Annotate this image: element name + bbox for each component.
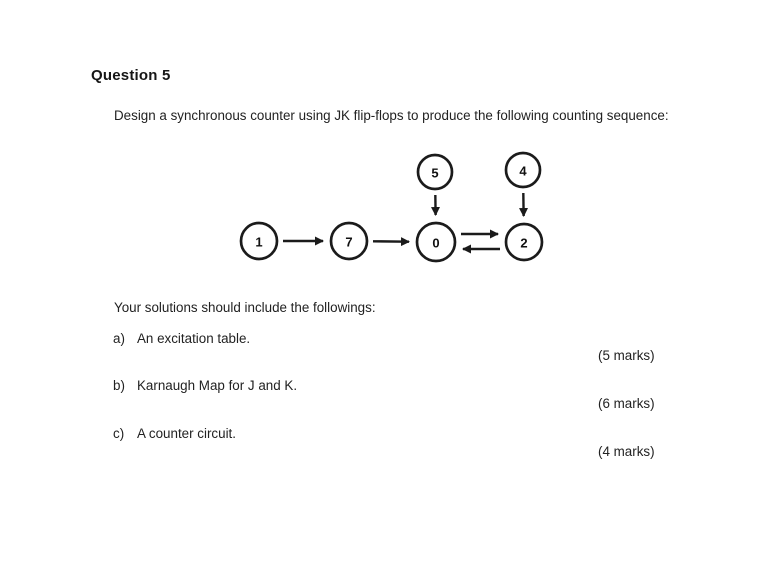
state-label: 0 (432, 236, 439, 251)
state-node-4: 4 (504, 151, 542, 189)
item-label: a) (113, 331, 125, 346)
state-label: 2 (520, 236, 527, 251)
marks-label-a: (5 marks) (598, 348, 655, 363)
state-circle (504, 151, 542, 189)
item-label: b) (113, 378, 125, 393)
state-label: 1 (255, 235, 262, 250)
state-circle (416, 153, 454, 191)
state-node-1: 1 (239, 221, 279, 261)
state-node-7: 7 (329, 221, 369, 261)
diagram-nodes: 1 7 0 2 5 4 (239, 151, 544, 263)
state-circle (504, 222, 544, 262)
state-node-2: 2 (504, 222, 544, 262)
state-node-0: 0 (415, 221, 457, 263)
state-label: 4 (519, 164, 527, 179)
solutions-intro: Your solutions should include the follow… (114, 300, 376, 315)
solution-item-a: a) An excitation table. (113, 331, 250, 346)
item-text: Karnaugh Map for J and K. (137, 378, 298, 393)
instruction-text: Design a synchronous counter using JK fl… (114, 108, 669, 123)
state-node-5: 5 (416, 153, 454, 191)
state-circle (239, 221, 279, 261)
diagram-edges (283, 192, 529, 254)
state-circle (415, 221, 457, 263)
item-label: c) (113, 426, 125, 441)
state-circle (329, 221, 369, 261)
state-label: 7 (345, 235, 352, 250)
question-title: Question 5 (91, 67, 171, 84)
solution-item-c: c) A counter circuit. (113, 426, 236, 441)
solution-item-b: b) Karnaugh Map for J and K. (113, 378, 297, 393)
marks-label-b: (6 marks) (598, 396, 655, 411)
item-text: A counter circuit. (137, 426, 236, 441)
state-label: 5 (431, 166, 438, 181)
marks-label-c: (4 marks) (598, 444, 655, 459)
item-text: An excitation table. (137, 331, 251, 346)
